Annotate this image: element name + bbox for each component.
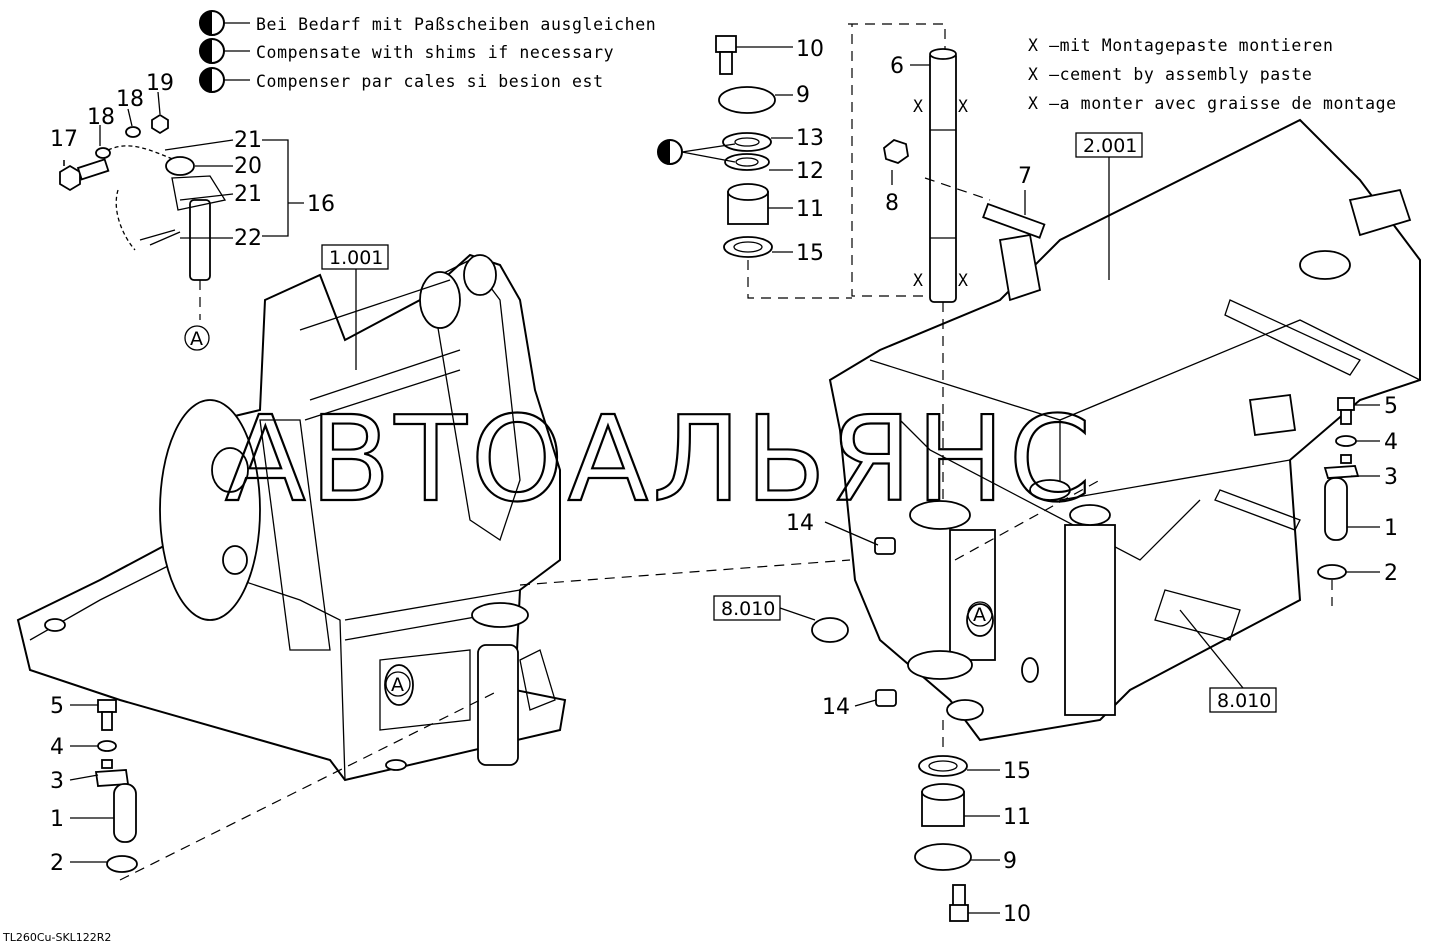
part-label: 11: [796, 197, 824, 222]
note-shims-de: Bei Bedarf mit Paßscheiben ausgleichen: [256, 15, 656, 34]
view-marker-a: A: [391, 674, 404, 696]
part-label: 3: [1384, 465, 1398, 490]
part-label: 17: [50, 127, 78, 152]
paste-marker: X: [913, 271, 924, 290]
part-label: 6: [890, 54, 904, 79]
view-markers: A A A: [184, 325, 993, 697]
note-paste-en: X —cement by assembly paste: [1028, 65, 1312, 84]
front-frame-1-001: [16, 253, 567, 782]
main-pin-6: [883, 48, 1046, 500]
part-label: 1: [50, 807, 64, 832]
part-label: 20: [234, 154, 262, 179]
part-label: 9: [1003, 849, 1017, 874]
leader-lines: [63, 46, 1380, 914]
ref-2-001: 2.001: [1083, 135, 1137, 157]
paste-markers: X X X X: [913, 97, 969, 290]
part-label: 4: [1384, 430, 1398, 455]
note-shims-fr: Compenser par cales si besion est: [256, 72, 604, 91]
part-label: 18: [87, 105, 115, 130]
shim-legend: Bei Bedarf mit Paßscheiben ausgleichen C…: [199, 10, 656, 93]
note-shims-en: Compensate with shims if necessary: [256, 43, 614, 62]
paste-marker: X: [913, 97, 924, 116]
ref-1-001: 1.001: [329, 247, 383, 269]
view-marker-a: A: [190, 328, 203, 350]
part-label: 7: [1018, 164, 1032, 189]
part-label: 5: [50, 694, 64, 719]
part-label: 2: [1384, 561, 1398, 586]
right-pin-stack: [1317, 397, 1360, 606]
view-marker-a: A: [973, 604, 986, 626]
part-label: 3: [50, 769, 64, 794]
part-label: 8: [885, 191, 899, 216]
part-label: 10: [1003, 902, 1031, 927]
part-label: 5: [1384, 394, 1398, 419]
shim-symbol-icon: [199, 38, 250, 64]
part-labels: 17 18 19 18 21 20 21 22 16 10 9 13 12 11…: [50, 37, 1398, 927]
paste-marker: X: [958, 271, 969, 290]
drawing-id: TL260Cu-SKL122R2: [2, 931, 111, 944]
part-label: 14: [786, 511, 814, 536]
note-paste-fr: X —a monter avec graisse de montage: [1028, 94, 1397, 113]
ref-8-010: 8.010: [1217, 690, 1271, 712]
part-label: 12: [796, 159, 824, 184]
part-label: 15: [796, 241, 824, 266]
part-label: 14: [822, 695, 850, 720]
part-label: 11: [1003, 805, 1031, 830]
part-label: 15: [1003, 759, 1031, 784]
upper-bearing-stack: [657, 23, 946, 299]
watermark: АВТОАЛЬЯНС: [225, 390, 1095, 528]
part-label: 9: [796, 83, 810, 108]
shim-symbol-icon: [657, 139, 736, 165]
rear-frame-2-001: [828, 118, 1421, 742]
part-label: 13: [796, 126, 824, 151]
shim-symbol-icon: [199, 10, 250, 36]
assembly-refs: 1.001 2.001 8.010 8.010: [321, 132, 1277, 713]
paste-marker: X: [958, 97, 969, 116]
part-label: 21: [234, 128, 262, 153]
part-label: 21: [234, 182, 262, 207]
part-label: 22: [234, 226, 262, 251]
ref-8-010: 8.010: [721, 598, 775, 620]
part-label: 10: [796, 37, 824, 62]
part-label: 19: [146, 71, 174, 96]
chain-assembly: [59, 113, 227, 320]
grease-fittings: [811, 537, 984, 721]
paste-legend: X —mit Montagepaste montieren X —cement …: [1028, 36, 1397, 113]
part-label: 2: [50, 851, 64, 876]
lower-bearing-stack: [914, 720, 972, 922]
left-pin-stack: [94, 699, 138, 873]
shim-symbol-icon: [199, 67, 250, 93]
note-paste-de: X —mit Montagepaste montieren: [1028, 36, 1333, 55]
part-label: 16: [307, 192, 335, 217]
part-label: 18: [116, 87, 144, 112]
part-label: 1: [1384, 516, 1398, 541]
part-label: 4: [50, 735, 64, 760]
